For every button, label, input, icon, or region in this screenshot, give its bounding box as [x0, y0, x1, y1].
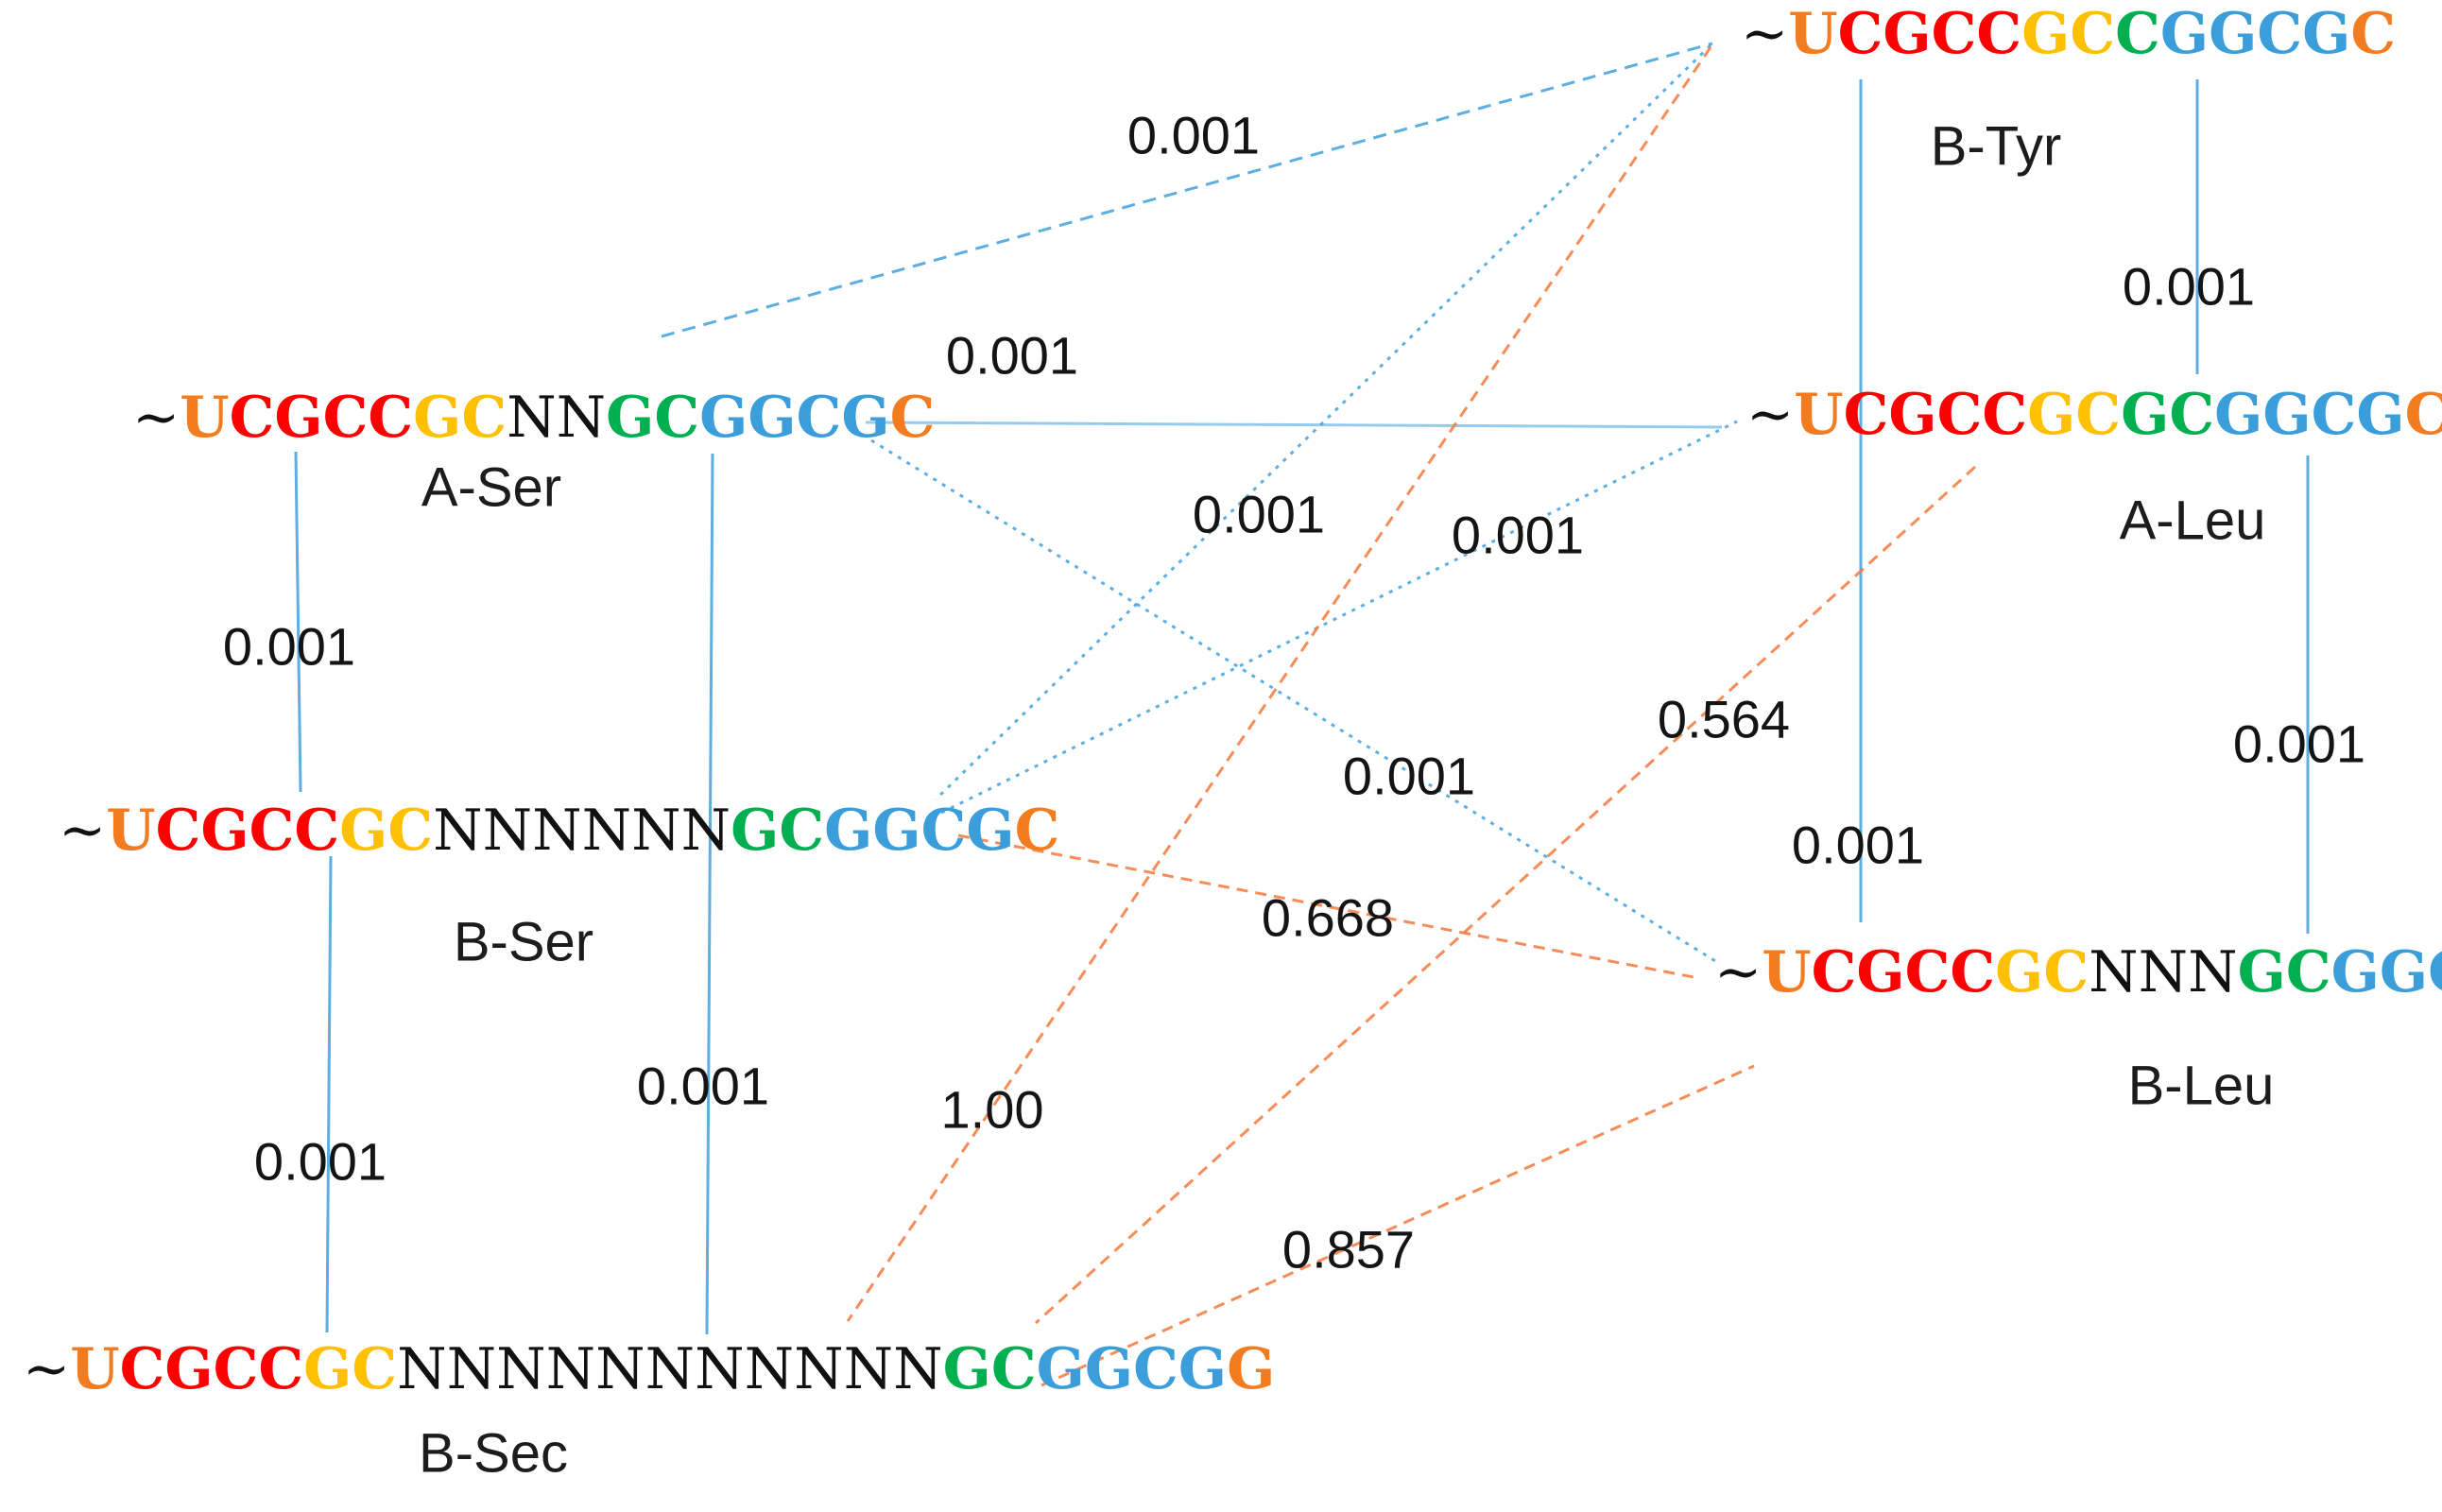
sequence-A-Leu: ~UCGCCGCGCGGCGC — [1746, 387, 2442, 443]
edge-line-A-Ser-A-Leu — [865, 421, 1723, 429]
edge-weight-B-Tyr-B-Sec: 1.00 — [940, 1079, 1044, 1140]
sequence-segment-red: CGCC — [229, 385, 414, 451]
edge-line-B-Ser-B-Sec — [325, 855, 333, 1333]
edge-line-A-Ser-B-Sec — [705, 453, 714, 1335]
sequence-segment-yellow: GC — [1995, 939, 2089, 1005]
sequence-segment-black: ~ — [59, 798, 107, 864]
sequence-B-Ser: ~UCGCCGCNNNNNNGCGGCGC — [59, 802, 1059, 859]
sequence-segment-yellow: GC — [2027, 382, 2122, 448]
node-label-A-Leu: A-Leu — [2119, 490, 2266, 552]
sequence-segment-orange: U — [1788, 1, 1838, 67]
sequence-segment-blue: GGCG — [2159, 1, 2351, 67]
edge-weight-B-Ser-B-Leu: 0.668 — [1261, 887, 1395, 948]
sequence-segment-orange: U — [180, 385, 230, 451]
sequence-segment-black: ~ — [132, 385, 181, 451]
sequence-segment-yellow: GC — [413, 385, 507, 451]
edge-weight-B-Ser-B-Sec: 0.001 — [253, 1131, 387, 1192]
node-label-B-Leu: B-Leu — [2127, 1055, 2275, 1117]
edge-weight-B-Tyr-A-Leu: 0.001 — [2122, 256, 2256, 317]
node-label-B-Ser: B-Ser — [453, 911, 594, 973]
edge-line-A-Ser-B-Ser — [294, 451, 302, 793]
edge-line-A-Ser-B-Tyr — [661, 42, 1713, 338]
sequence-segment-black: NNN — [2089, 939, 2238, 1005]
edge-line-A-Leu-B-Sec — [1034, 465, 1977, 1325]
sequence-segment-green: GC — [2121, 382, 2215, 448]
node-label-B-Sec: B-Sec — [419, 1422, 568, 1485]
sequence-B-Sec: ~UCGCCGCNNNNNNNNNNNGCGGCGG — [23, 1341, 1275, 1398]
sequence-segment-blue: GGCG — [2214, 382, 2405, 448]
sequence-segment-blue: GGCG — [2330, 939, 2442, 1005]
sequence-segment-orange: C — [2404, 382, 2442, 448]
sequence-segment-blue: GGCG — [699, 385, 890, 451]
edge-line-B-Tyr-B-Sec — [846, 46, 1712, 1322]
sequence-segment-red: CGCC — [1837, 1, 2022, 67]
sequence-segment-black: ~ — [1741, 1, 1789, 67]
edge-line-B-Ser-B-Leu — [957, 833, 1694, 979]
edge-line-B-Ser-A-Leu — [940, 420, 1738, 815]
sequence-segment-green: GC — [2237, 939, 2331, 1005]
sequence-segment-green: GC — [606, 385, 700, 451]
sequence-segment-green: GC — [942, 1336, 1037, 1402]
sequence-segment-yellow: GC — [2021, 1, 2116, 67]
sequence-segment-orange: U — [106, 798, 156, 864]
sequence-segment-red: CGCC — [1811, 939, 1996, 1005]
edge-weight-A-Ser-B-Sec: 0.001 — [636, 1056, 770, 1116]
edge-weight-A-Ser-A-Leu: 0.001 — [945, 325, 1079, 386]
node-label-A-Ser: A-Ser — [421, 456, 562, 519]
sequence-segment-orange: U — [1762, 939, 1812, 1005]
sequence-segment-orange: C — [889, 385, 936, 451]
sequence-segment-red: CGCC — [155, 798, 340, 864]
edge-line-B-Sec-B-Leu — [1040, 1064, 1755, 1387]
edge-weight-A-Ser-B-Ser: 0.001 — [222, 616, 356, 677]
sequence-segment-black: ~ — [23, 1336, 71, 1402]
edge-weight-A-Leu-B-Sec: 0.564 — [1657, 689, 1791, 749]
edge-weight-B-Ser-A-Leu: 0.001 — [1451, 505, 1585, 565]
sequence-segment-black: NN — [507, 385, 607, 451]
sequence-segment-orange: G — [1227, 1336, 1276, 1402]
sequence-segment-green: GC — [731, 798, 825, 864]
sequence-segment-yellow: GC — [339, 798, 434, 864]
sequence-segment-orange: U — [1794, 382, 1844, 448]
edge-weight-A-Ser-B-Leu: 0.001 — [1342, 746, 1476, 806]
sequence-A-Ser: ~UCGCCGCNNGCGGCGC — [132, 389, 935, 446]
sequence-segment-black: ~ — [1714, 939, 1763, 1005]
sequence-segment-blue: GGCG — [1036, 1336, 1228, 1402]
edge-weight-A-Ser-B-Tyr: 0.001 — [1126, 105, 1261, 165]
edge-weight-A-Leu-B-Leu: 0.001 — [2232, 713, 2366, 774]
sequence-segment-orange: C — [1014, 798, 1060, 864]
sequence-segment-orange: U — [70, 1336, 120, 1402]
sequence-segment-orange: C — [2350, 1, 2397, 67]
sequence-B-Tyr: ~UCGCCGCCGGCGC — [1741, 6, 2396, 62]
sequence-segment-black: NNNNNN — [433, 798, 731, 864]
node-label-B-Tyr: B-Tyr — [1930, 115, 2062, 178]
sequence-segment-black: NNNNNNNNNNN — [397, 1336, 943, 1402]
edge-weight-B-Tyr-B-Ser: 0.001 — [1192, 484, 1326, 544]
sequence-segment-black: ~ — [1746, 382, 1795, 448]
sequence-segment-green: C — [2115, 1, 2160, 67]
sequence-segment-yellow: GC — [303, 1336, 398, 1402]
edge-weight-B-Sec-B-Leu: 0.857 — [1281, 1219, 1416, 1280]
edge-weight-B-Tyr-B-Leu: 0.001 — [1791, 815, 1925, 875]
sequence-segment-red: CGCC — [1843, 382, 2028, 448]
edge-line-B-Tyr-B-Ser — [934, 43, 1712, 801]
sequence-B-Leu: ~UCGCCGCNNNGCGGCGU — [1714, 944, 2442, 1001]
sequence-segment-blue: GGCG — [824, 798, 1015, 864]
sequence-segment-red: CGCC — [119, 1336, 304, 1402]
